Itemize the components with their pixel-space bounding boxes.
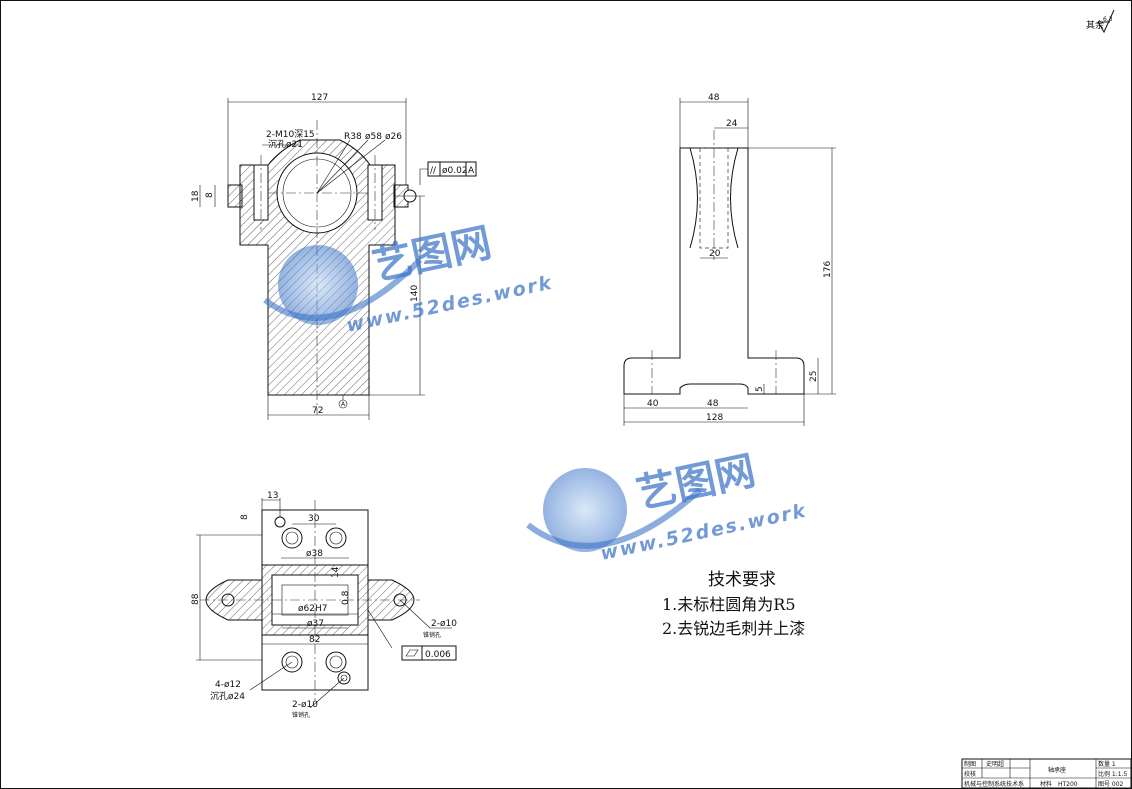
dim-pin-bottom: 锥销孔 <box>292 711 310 719</box>
tolerance-symbol: // <box>430 166 437 176</box>
dim-82: 82 <box>309 635 320 645</box>
note-line-2: 2.去锐边毛刺并上漆 <box>662 619 805 638</box>
flatness-frame: 0.006 <box>401 645 457 661</box>
watermark-globe-icon-2 <box>543 468 627 552</box>
dim-side-slot: 24 <box>726 119 738 129</box>
tb-drawn-label: 制图 <box>964 760 976 768</box>
dim-side-total: 128 <box>706 413 723 423</box>
dim-top-width: 127 <box>311 93 328 103</box>
dim-d58: ø58 <box>365 132 382 142</box>
dim-2d10-bottom: 2-ø10 <box>292 700 318 710</box>
roughness-symbol: 其余 6.3 <box>1086 9 1115 34</box>
flatness-value: 0.006 <box>425 650 451 660</box>
dim-14: 14 <box>331 566 341 578</box>
dim-2d10-right: 2-ø10 <box>431 619 457 629</box>
tb-material: HT200 <box>1058 781 1078 788</box>
dim-side-mid: 48 <box>707 399 719 409</box>
dim-side-height: 176 <box>823 261 833 278</box>
tb-material-label: 材料 <box>1040 780 1052 788</box>
watermark-2: 艺图网 www.52des.work <box>526 448 809 565</box>
tb-scale: 比例 1:1.5 <box>1098 770 1127 778</box>
watermark-globe-icon <box>278 245 358 325</box>
parallelism-frame: // ø0.02 A <box>419 161 477 185</box>
dim-4d12: 4-ø12 <box>215 680 241 690</box>
dim-30: 30 <box>308 514 320 524</box>
title-block: 制图 史明超 校核 轴承座 数量 1 比例 1:1.5 机械与控制系统技术系 材… <box>961 758 1132 789</box>
dim-thread: 2-M10深15 <box>266 129 315 140</box>
dim-side-left: 40 <box>647 399 659 409</box>
tb-drawn-name: 史明超 <box>986 760 1004 768</box>
watermark-cn-2: 艺图网 <box>633 448 760 518</box>
notes-title: 技术要求 <box>708 570 776 590</box>
dim-08: 0.8 <box>341 590 351 605</box>
dim-cb24: 沉孔ø24 <box>210 691 245 702</box>
tb-qty: 数量 1 <box>1098 760 1116 768</box>
datum-marker: A <box>338 395 348 409</box>
tolerance-value: ø0.02 <box>442 166 468 176</box>
dim-d26: ø26 <box>385 132 402 142</box>
tb-part-name: 轴承座 <box>1048 766 1066 774</box>
dim-88: 88 <box>191 593 201 605</box>
tb-school: 机械与控制系统技术系 <box>964 780 1024 788</box>
tolerance-datum: A <box>468 166 475 176</box>
dim-side-base: 25 <box>809 371 819 382</box>
tb-check-label: 校核 <box>964 770 976 778</box>
side-view: 48 24 20 176 25 5 40 48 128 <box>623 93 836 426</box>
roughness-label: 其余 <box>1086 19 1104 31</box>
tb-drawing-no: 图号 002 <box>1098 781 1124 788</box>
dim-8: 8 <box>240 514 250 520</box>
dim-side-top: 48 <box>708 93 720 103</box>
dim-side-step: 5 <box>755 386 765 392</box>
dim-d37: ø37 <box>307 619 324 629</box>
front-view: 127 72 140 18 8 2-M10深15 沉孔ø21 R38 ø58 ø… <box>191 93 477 420</box>
dim-boss-inner: 8 <box>205 192 215 198</box>
dim-pin-right: 锥销孔 <box>423 631 441 639</box>
dim-height: 140 <box>410 285 420 302</box>
dim-side-bore: 20 <box>709 249 721 259</box>
dim-bottom-width: 72 <box>312 406 323 416</box>
note-line-1: 1.未标柱圆角为R5 <box>662 595 796 614</box>
dim-d38: ø38 <box>306 549 323 559</box>
dim-boss: 18 <box>191 190 201 202</box>
top-view: 13 8 30 ø38 ø62H7 ø37 82 88 14 0.8 2-ø10… <box>191 491 457 719</box>
dim-r38: R38 <box>344 132 362 142</box>
dim-13: 13 <box>267 491 278 501</box>
technical-notes: 技术要求 1.未标柱圆角为R5 2.去锐边毛刺并上漆 <box>662 570 805 638</box>
dim-d62: ø62H7 <box>298 604 327 614</box>
watermark-url-2: www.52des.work <box>598 500 809 565</box>
dim-counterbore: 沉孔ø21 <box>268 139 303 150</box>
datum-label: A <box>341 401 346 408</box>
roughness-value: 6.3 <box>1103 16 1113 23</box>
